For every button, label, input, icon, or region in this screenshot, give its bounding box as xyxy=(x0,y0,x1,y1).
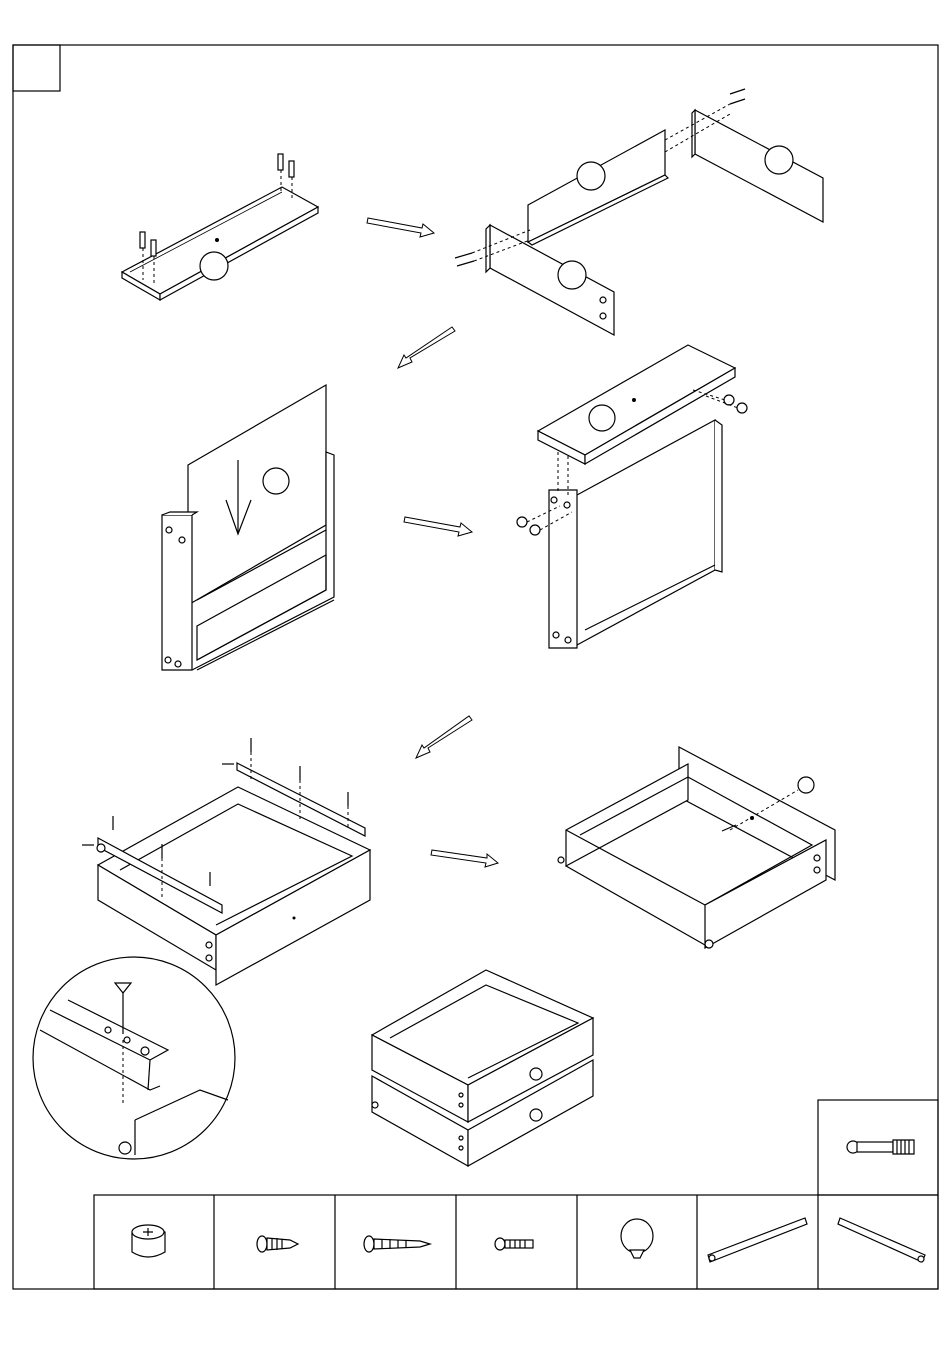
arrow-step2-to-step3 xyxy=(398,327,455,368)
arrow-step1-to-step2 xyxy=(367,218,434,237)
slide-screw-detail-magnifier xyxy=(33,957,235,1159)
step-number-badge xyxy=(13,45,60,91)
cam-lock-icon xyxy=(132,1225,165,1257)
drawer-slide-left-icon xyxy=(708,1218,807,1262)
knob-icon xyxy=(530,1068,542,1080)
cam-bolt-icon xyxy=(847,1140,914,1154)
step6-attach-knob xyxy=(558,747,835,948)
step1-bottom-panel xyxy=(122,154,318,300)
arrow-step5-to-step6 xyxy=(431,850,498,867)
step5-drawer-slides xyxy=(82,738,370,985)
drawer-slide-right-icon xyxy=(838,1218,925,1262)
short-screw-icon xyxy=(257,1236,298,1252)
machine-screw-icon xyxy=(495,1238,533,1250)
step7-finished-unit xyxy=(372,970,593,1166)
extra-part-box xyxy=(818,1100,938,1195)
step4-top-panel xyxy=(517,345,747,648)
knob-icon xyxy=(621,1219,653,1258)
hardware-parts-strip xyxy=(94,1195,938,1289)
step2-rails xyxy=(455,89,823,335)
long-screw-icon xyxy=(364,1236,430,1252)
arrow-step3-to-step4 xyxy=(404,517,472,536)
knob-icon xyxy=(798,777,814,793)
step3-back-panel xyxy=(162,385,334,670)
arrow-step4-to-step5 xyxy=(416,716,472,758)
knob-icon xyxy=(530,1109,542,1121)
